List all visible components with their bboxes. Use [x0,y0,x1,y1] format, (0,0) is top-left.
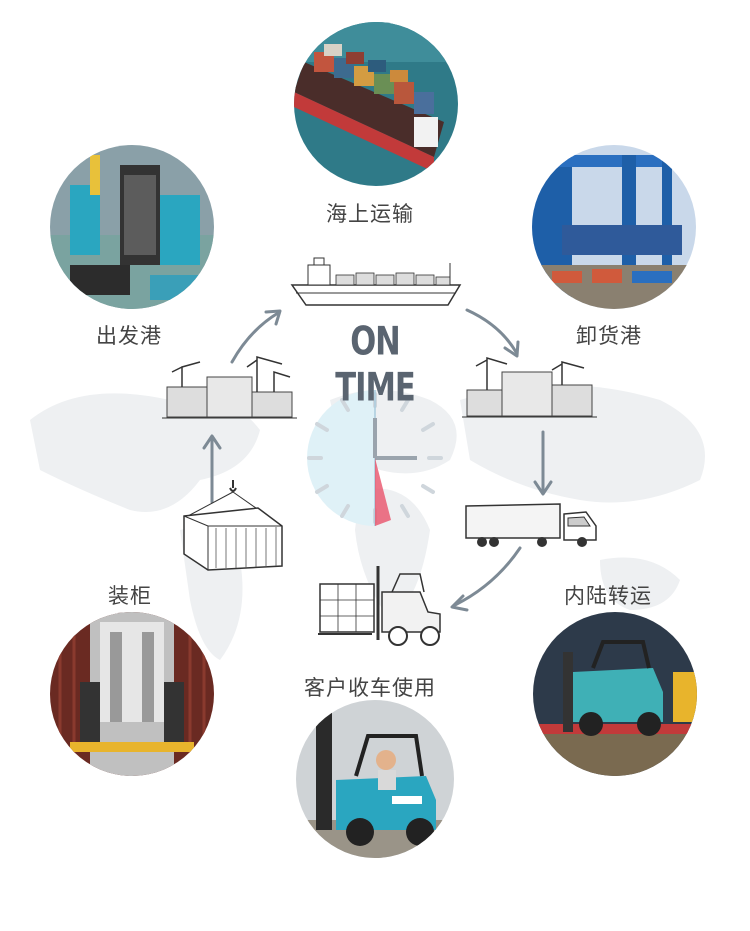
label-container-loading: 装柜 [108,584,152,608]
container-sketch-icon [183,480,283,571]
photo-unloading-port [532,145,696,309]
photo-container-loading [50,612,214,776]
arrow-sea-to-unload [465,308,518,354]
photo-departure-port [50,145,214,309]
clock-icon [307,390,443,526]
port-sketch-icon-left [162,356,297,419]
label-unloading-port: 卸货港 [576,324,642,348]
photo-container-ship [294,22,458,186]
forklift-sketch-icon [318,566,441,646]
truck-sketch-icon [465,503,597,547]
on-time-title: ON TIME [335,319,416,411]
label-customer-use: 客户收车使用 [304,676,436,700]
arrow-departure-to-sea [230,311,280,364]
label-inland-transfer: 内陆转运 [564,584,652,608]
port-sketch-icon-right [462,356,597,418]
photo-customer-use [296,700,454,858]
arrow-inland-to-customer [453,546,522,607]
ship-sketch-icon [290,257,462,306]
photo-inland-transfer [533,612,697,776]
label-departure-port: 出发港 [96,324,162,348]
label-sea-transport: 海上运输 [326,202,414,226]
